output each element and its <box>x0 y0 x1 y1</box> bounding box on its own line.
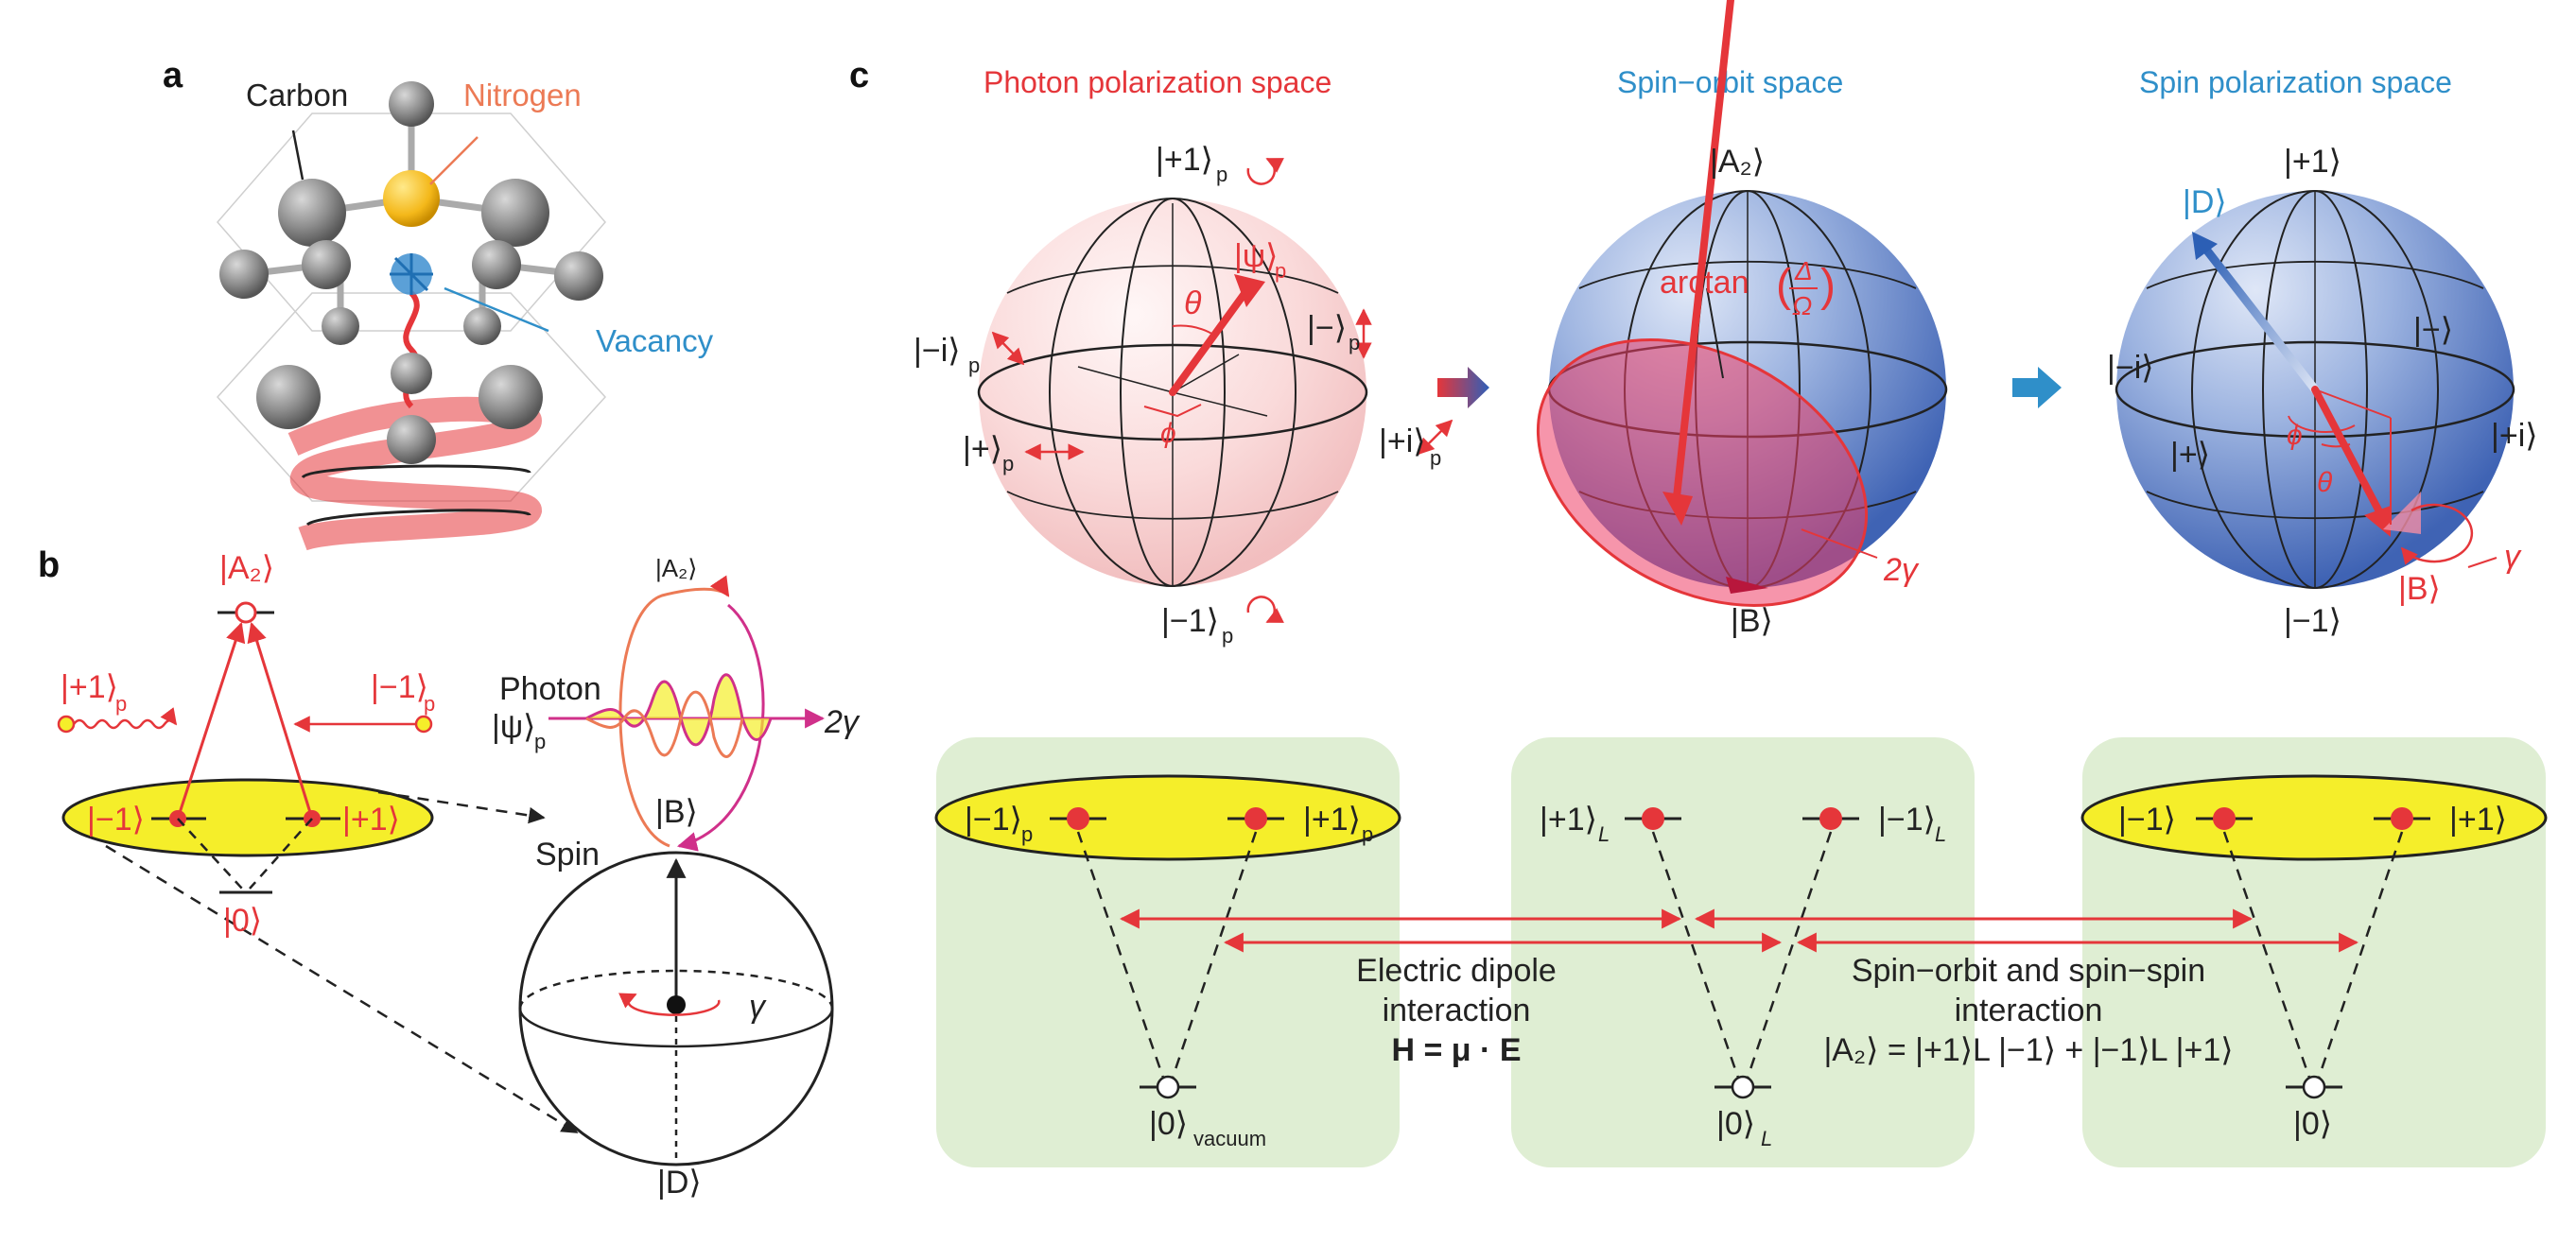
b-minus1p-sub: p <box>424 692 435 716</box>
spin-orbit-sphere <box>1536 0 1948 607</box>
b-plus1p-sub: p <box>115 692 127 716</box>
box3-bottom-label: |0⟩ <box>2293 1106 2332 1142</box>
spin-polarization-sphere <box>2115 190 2515 589</box>
s1-bottom-label: |−1⟩ <box>1161 603 1219 639</box>
interaction1-line1: Electric dipole <box>1356 953 1557 989</box>
s1-minus-i-sub: p <box>968 354 980 377</box>
box3-left-label: |−1⟩ <box>2118 802 2176 838</box>
s3-bottom-label: |−1⟩ <box>2284 603 2341 639</box>
s1-plus-sub: p <box>1002 452 1014 475</box>
interaction2-line1: Spin−orbit and spin−spin <box>1852 953 2205 989</box>
s3-B-label: |B⟩ <box>2398 571 2441 607</box>
box1-right-sub: p <box>1362 822 1373 846</box>
s1-plus-i-sub: p <box>1430 446 1441 470</box>
s2-arctan-label: arctan <box>1660 265 1749 301</box>
s3-D-label: |D⟩ <box>2183 184 2227 220</box>
s3-minus-i-label: |−i⟩ <box>2107 350 2154 386</box>
b-A2-label: |A₂⟩ <box>219 550 274 586</box>
box2-right-sub: L <box>1935 822 1946 846</box>
b-plus1p-label: |+1⟩ <box>61 669 118 705</box>
nv-center-illustration <box>216 81 607 551</box>
s1-bottom-sub: p <box>1222 624 1233 648</box>
panel-label-b: b <box>38 545 60 585</box>
b-two-gamma-label: 2γ <box>824 704 861 740</box>
box1-left-sub: p <box>1021 822 1033 846</box>
s3-minus-label: |−⟩ <box>2413 312 2453 348</box>
s1-psi-label: |ψ⟩ <box>1234 238 1278 274</box>
s3-top-label: |+1⟩ <box>2284 144 2341 180</box>
box3-right-label: |+1⟩ <box>2449 802 2507 838</box>
b-plus1-label: |+1⟩ <box>342 802 400 838</box>
s2-two-gamma-label: 2γ <box>1883 552 1920 588</box>
vacancy-label: Vacancy <box>596 323 714 358</box>
b-photon-label: Photon <box>499 671 601 707</box>
level-boxes <box>934 737 2548 1167</box>
b-gamma-label: γ <box>749 989 767 1025</box>
s1-plus-label: |+⟩ <box>963 431 1002 467</box>
b-A2-top-label: |A₂⟩ <box>655 554 697 582</box>
interaction2-line2: interaction <box>1955 993 2103 1028</box>
s2-top-label: |A₂⟩ <box>1710 144 1765 180</box>
s2-bottom-label: |B⟩ <box>1731 603 1773 639</box>
transition-arrow-1 <box>1437 367 1489 408</box>
s2-paren-open: ( <box>1776 261 1791 311</box>
b-zero-label: |0⟩ <box>223 903 262 939</box>
s3-phi-label: ϕ <box>2287 420 2303 451</box>
b-D-label: |D⟩ <box>657 1165 702 1201</box>
s2-paren-close: ) <box>1820 261 1836 311</box>
box1-left-label: |−1⟩ <box>965 802 1022 838</box>
panel-label-c: c <box>849 56 869 95</box>
title-spin-orbit-space: Spin−orbit space <box>1617 65 1843 99</box>
transition-arrow-2 <box>2012 367 2062 408</box>
s1-top-sub: p <box>1216 163 1227 186</box>
title-spin-polarization-space: Spin polarization space <box>2139 65 2452 99</box>
panel-b-level-diagram <box>57 575 834 1166</box>
b-psi-sub: p <box>534 730 546 753</box>
s1-phi-label: ϕ <box>1160 418 1176 449</box>
s1-plus-i-label: |+i⟩ <box>1379 423 1426 459</box>
box2-bottom-sub: L <box>1761 1127 1772 1150</box>
s3-theta-label: θ <box>2317 467 2333 498</box>
s1-theta-label: θ <box>1184 285 1202 321</box>
panel-label-a: a <box>163 56 183 95</box>
interaction1-line2: interaction <box>1383 993 1531 1028</box>
s3-gamma-label: γ <box>2504 539 2522 575</box>
box2-left-label: |+1⟩ <box>1540 802 1597 838</box>
box1-right-label: |+1⟩ <box>1303 802 1361 838</box>
s1-minus-label: |−⟩ <box>1307 310 1347 346</box>
box2-left-sub: L <box>1598 822 1610 846</box>
b-psi-label: |ψ⟩ <box>492 709 535 745</box>
interaction1-line3: H = μ · E <box>1392 1032 1522 1068</box>
s2-frac-den: Ω <box>1792 291 1812 320</box>
photon-polarization-sphere <box>977 157 1453 624</box>
title-photon-space: Photon polarization space <box>983 65 1332 99</box>
s3-plus-i-label: |+i⟩ <box>2491 418 2538 454</box>
interaction2-line3: |A₂⟩ = |+1⟩L |−1⟩ + |−1⟩L |+1⟩ <box>1823 1032 2233 1068</box>
s1-minus-i-label: |−i⟩ <box>914 333 961 369</box>
s1-psi-sub: p <box>1275 259 1286 283</box>
s2-frac-num: Δ <box>1794 256 1813 285</box>
b-minus1-label: |−1⟩ <box>87 802 145 838</box>
box2-right-label: |−1⟩ <box>1878 802 1936 838</box>
s1-minus-sub: p <box>1349 331 1360 354</box>
b-minus1p-label: |−1⟩ <box>371 669 428 705</box>
nitrogen-label: Nitrogen <box>463 78 582 112</box>
box1-bottom-label: |0⟩ <box>1149 1106 1188 1142</box>
b-B-label: |B⟩ <box>655 794 698 830</box>
box2-bottom-label: |0⟩ <box>1716 1106 1755 1142</box>
b-spin-label: Spin <box>535 837 600 873</box>
carbon-label: Carbon <box>246 78 348 112</box>
s3-plus-label: |+⟩ <box>2170 437 2210 473</box>
box1-bottom-sub: vacuum <box>1193 1127 1266 1150</box>
s1-top-label: |+1⟩ <box>1156 142 1213 178</box>
